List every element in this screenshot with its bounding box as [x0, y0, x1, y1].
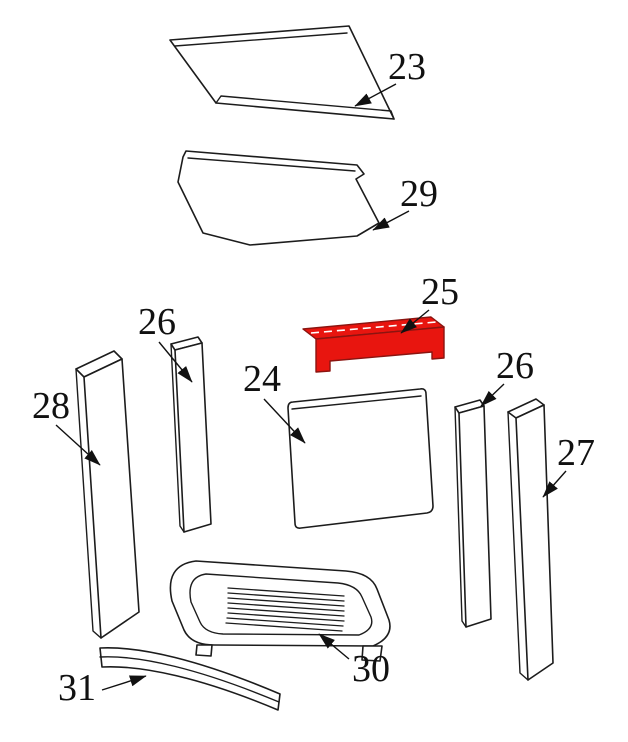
part-29-top-edge-line	[187, 157, 356, 172]
part-24-face	[287, 388, 434, 529]
part-27-label: 27	[557, 432, 595, 474]
part-28-label: 28	[32, 385, 70, 427]
part-31-body	[99, 647, 281, 711]
part-23-bottom-lip-line	[215, 95, 395, 120]
part-25-front-face	[315, 326, 445, 373]
part-23-top-edge-line	[174, 32, 348, 47]
part-26-right-label: 26	[496, 345, 534, 387]
part-31-arrow	[101, 675, 147, 691]
part-26-left-front-face	[174, 342, 212, 533]
part-30-right-foot	[361, 645, 383, 662]
part-28-arrow	[55, 424, 101, 466]
part-31-curved-front-bar	[99, 647, 281, 711]
part-25-label: 25	[421, 271, 459, 313]
part-24-label: 24	[243, 358, 281, 400]
part-26-right-arrow	[480, 383, 505, 407]
part-30-grate-tray	[169, 560, 391, 662]
part-27-front-face	[515, 404, 554, 681]
part-26-right-side-brick	[454, 399, 492, 628]
part-28-left-panel	[75, 350, 140, 639]
part-28-edge-line	[75, 368, 102, 639]
part-30-left-foot	[195, 644, 213, 657]
part-30-arrow	[318, 633, 350, 660]
part-24-arrow	[263, 398, 306, 444]
part-26-left-arrow	[158, 341, 193, 383]
part-labels: 23 29 25 26 24 26 28 27 30 31	[32, 46, 595, 709]
part-27-arrow	[542, 470, 567, 498]
part-29-face	[177, 150, 380, 246]
leader-lines	[55, 83, 567, 691]
part-30-outer-rim	[169, 560, 391, 647]
part-23-arrow	[354, 83, 397, 107]
part-29-label: 29	[400, 173, 438, 215]
part-26-left-side-brick	[170, 336, 212, 533]
part-27-right-panel	[507, 398, 554, 681]
part-28-front-face	[83, 358, 140, 639]
part-23-label: 23	[388, 46, 426, 88]
part-26-right-front-face	[458, 405, 492, 628]
part-26-left-edge-line	[170, 343, 185, 533]
part-27-edge-line	[507, 411, 529, 681]
part-30-grate-slots	[225, 587, 345, 632]
part-31-front-edge-line	[99, 656, 280, 703]
part-26-right-edge-line	[454, 406, 467, 628]
part-23-face	[169, 25, 395, 120]
part-29-arrow	[372, 210, 410, 231]
part-29-deflector-plate	[177, 150, 380, 246]
part-25-arrow	[400, 309, 430, 334]
part-31-label: 31	[58, 667, 96, 709]
part-30-inner-rim	[189, 573, 373, 636]
part-26-left-label: 26	[138, 301, 176, 343]
part-25-highlighted-brick	[302, 316, 445, 373]
part-23-top-plate	[169, 25, 395, 120]
part-24-top-edge-line	[291, 395, 422, 410]
part-30-label: 30	[352, 648, 390, 690]
part-24-back-panel	[287, 388, 434, 529]
